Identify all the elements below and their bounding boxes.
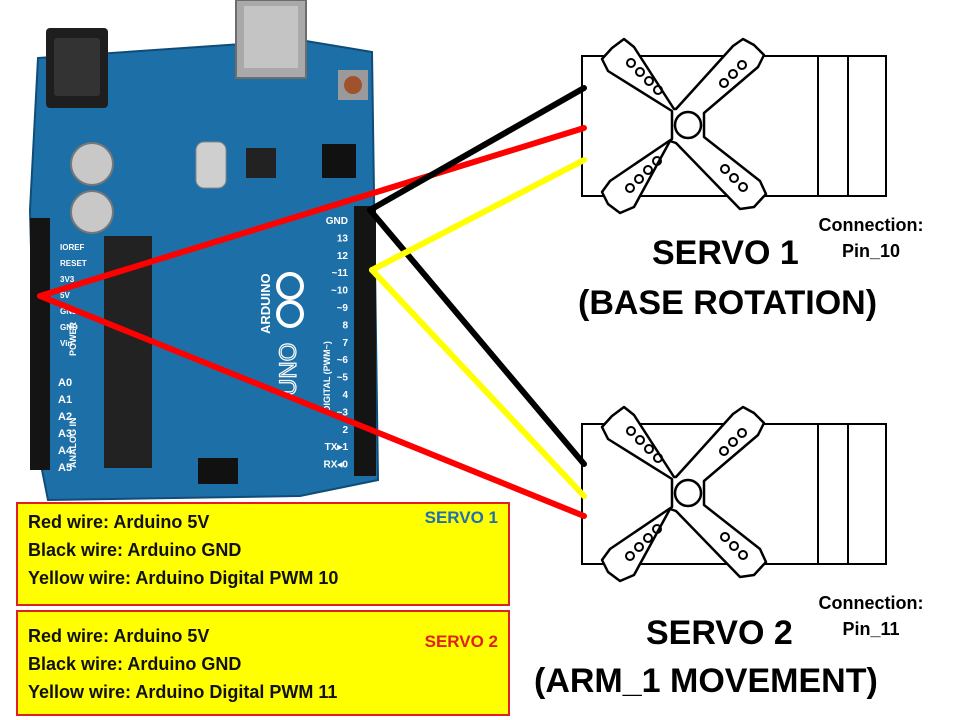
digital-pin-label: ~3 — [337, 407, 349, 418]
note-servo-tag: SERVO 1 — [424, 508, 498, 527]
digital-pin-label: GND — [326, 216, 348, 227]
yellow-wire-servo-2 — [369, 267, 587, 499]
digital-pin-label: RX◂0 — [324, 460, 349, 471]
digital-pin-label: ~9 — [337, 303, 349, 314]
power-pin-labels: IOREF RESET 3V3 5V GND GND Vin — [60, 243, 87, 348]
power-header — [30, 218, 50, 470]
note-line-black: Black wire: Arduino GND — [28, 654, 242, 674]
note-line-red: Red wire: Arduino 5V — [28, 626, 210, 646]
red-wire-servo-1 — [37, 125, 587, 299]
digital-header-label: DIGITAL (PWM~) — [322, 341, 332, 412]
servo-2-subtitle: (ARM_1 MOVEMENT) — [534, 662, 878, 700]
digital-pin-label: TX▸1 — [325, 442, 349, 453]
servo-1-title: SERVO 1 — [652, 234, 799, 272]
power-pin-label: Vin — [60, 339, 72, 348]
capacitor — [70, 190, 114, 234]
digital-pin-label: 13 — [337, 233, 349, 244]
servo-1-subtitle: (BASE ROTATION) — [578, 284, 878, 322]
analog-header-label: ANALOG IN — [68, 418, 78, 469]
servo-2-title: SERVO 2 — [646, 614, 793, 652]
analog-pin-label: A0 — [58, 377, 72, 389]
note-line-yellow: Yellow wire: Arduino Digital PWM 11 — [28, 682, 338, 702]
digital-pin-label: 4 — [342, 390, 348, 401]
digital-pin-label: 2 — [342, 425, 348, 436]
digital-pin-label: 8 — [342, 320, 348, 331]
digital-pin-labels: GND 13 12 ~11 ~10 ~9 8 7 ~6 ~5 4 ~3 2TX▸1RX◂0 — [324, 216, 349, 471]
connection-pin: Pin_11 — [842, 619, 900, 639]
servo-1 — [581, 37, 887, 215]
digital-pin-label: ~10 — [331, 286, 348, 297]
digital-pin-label: ~5 — [337, 373, 349, 384]
black-wire-servo-2 — [367, 207, 587, 467]
servo-1-connection: Connection: Pin_10 — [806, 212, 936, 264]
power-pin-label: IOREF — [60, 243, 85, 252]
board-brand: ARDUINO — [258, 273, 273, 334]
digital-pin-label: ~6 — [337, 355, 349, 366]
analog-pin-label: A1 — [58, 394, 72, 406]
servo-2 — [581, 405, 887, 583]
connection-pin: Pin_10 — [841, 241, 901, 261]
analog-pin-label: A2 — [58, 411, 72, 423]
servo-horn-icon — [600, 405, 768, 583]
power-pin-label: GND — [60, 323, 78, 332]
wires — [37, 85, 587, 519]
connection-label: Connection: — [818, 593, 924, 613]
power-header-label: POWER — [68, 321, 78, 356]
yellow-wire-servo-1 — [369, 157, 587, 273]
note-line-red: Red wire: Arduino 5V — [28, 512, 210, 532]
note-line-black: Black wire: Arduino GND — [28, 540, 242, 560]
servo-1-wiring-note: SERVO 1 Red wire: Arduino 5V Black wire:… — [16, 502, 510, 606]
digital-pin-label: 7 — [342, 338, 348, 349]
analog-pin-label: A5 — [58, 462, 72, 474]
servo-2-wiring-note: SERVO 2 Red wire: Arduino 5V Black wire:… — [16, 610, 510, 716]
board-model: UNO — [275, 343, 302, 396]
red-wire-servo-2 — [37, 293, 587, 519]
digital-pin-label: ~11 — [332, 268, 349, 279]
power-pin-label: GND — [60, 307, 78, 316]
arduino-logo — [276, 272, 304, 328]
note-servo-tag: SERVO 2 — [424, 632, 498, 651]
power-pin-label: RESET — [60, 259, 87, 268]
connection-label: Connection: — [818, 215, 924, 235]
digital-pin-label: 12 — [337, 251, 349, 262]
power-pin-label: 3V3 — [60, 275, 75, 284]
analog-pin-label: A4 — [58, 445, 73, 457]
arduino-board: ARDUINO UNO POWER ANALOG IN DIGITAL (PWM… — [28, 0, 380, 502]
note-line-yellow: Yellow wire: Arduino Digital PWM 10 — [28, 568, 339, 588]
servo-horn-icon — [600, 37, 768, 215]
servo-2-connection: Connection: Pin_11 — [806, 590, 936, 642]
capacitor — [70, 142, 114, 186]
digital-header — [354, 206, 376, 476]
analog-pin-label: A3 — [58, 428, 72, 440]
power-pin-label: 5V — [60, 291, 70, 300]
black-wire-servo-1 — [367, 85, 587, 213]
